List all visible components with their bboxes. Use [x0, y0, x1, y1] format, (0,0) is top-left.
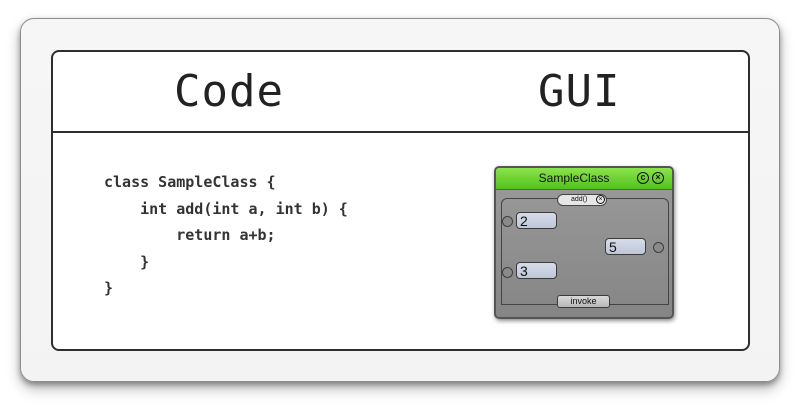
invoke-button[interactable]: invoke — [557, 295, 610, 308]
node-title: SampleClass — [538, 171, 610, 185]
sampleclass-node-window[interactable]: SampleClass c × add() × 2 5 3 invoke — [494, 166, 674, 319]
code-line: int add(int a, int b) { — [104, 199, 348, 218]
comparison-panel: Code GUI class SampleClass { int add(int… — [51, 50, 750, 351]
close-icon[interactable]: × — [652, 172, 664, 184]
code-line: } — [104, 279, 114, 297]
code-line: return a+b; — [104, 226, 276, 244]
output-connector[interactable] — [653, 242, 664, 253]
input-connector-b[interactable] — [502, 267, 513, 278]
method-close-icon[interactable]: × — [596, 195, 605, 204]
gui-heading: GUI — [538, 66, 621, 117]
method-label: add() — [571, 196, 588, 203]
method-tab[interactable]: add() × — [557, 194, 607, 206]
input-field-a[interactable]: 2 — [516, 212, 557, 229]
output-field: 5 — [605, 238, 646, 255]
code-heading: Code — [174, 66, 284, 117]
code-block: class SampleClass { int add(int a, int b… — [104, 169, 348, 302]
input-connector-a[interactable] — [502, 216, 513, 227]
code-line: class SampleClass { — [104, 173, 276, 191]
input-field-b[interactable]: 3 — [516, 262, 557, 279]
header-row: Code GUI — [53, 52, 748, 133]
code-line: } — [104, 252, 150, 271]
copyright-icon[interactable]: c — [637, 172, 649, 184]
node-titlebar[interactable]: SampleClass c × — [496, 168, 672, 190]
